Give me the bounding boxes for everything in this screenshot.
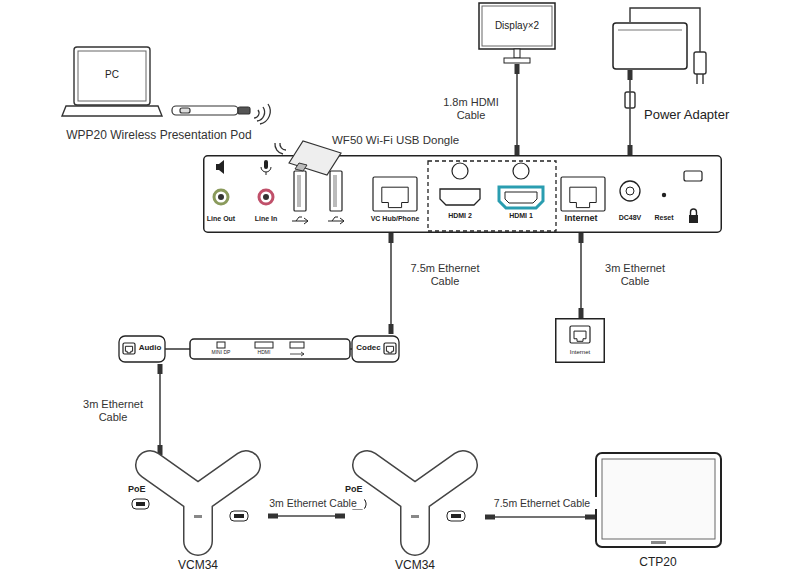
cable-plug [335, 514, 345, 519]
device-node: Power Adapter [612, 22, 688, 70]
cable-plug [389, 233, 394, 243]
device-shape [612, 22, 688, 70]
cable-connector [268, 515, 345, 517]
cable-plug [268, 514, 278, 519]
device-shape [62, 45, 162, 119]
device-label: Internet [557, 349, 603, 356]
cable-connector [390, 233, 392, 334]
cable-plug [515, 64, 520, 74]
device-label: PoE [128, 485, 152, 495]
device-shape [345, 455, 485, 573]
device-node: Internet [555, 318, 605, 363]
device-shape [203, 155, 722, 233]
cable-connector [580, 233, 582, 318]
cable-plug [515, 145, 520, 155]
device-label: Display×2 [482, 20, 552, 31]
cable-plug [585, 515, 595, 520]
cable-plug [485, 515, 495, 520]
cable-label: 1.8m HDMI Cable [430, 96, 512, 121]
device-node: PC [62, 45, 162, 119]
device-label: PoE [345, 485, 369, 495]
device-node: AudioMINI DP HDMI Codec [118, 334, 400, 364]
device-label: Reset [649, 214, 679, 222]
device-label: Line In [236, 215, 296, 223]
device-label: Codec [354, 344, 383, 353]
cable-connector [516, 64, 518, 155]
device-label: HDMI [249, 350, 279, 356]
cable-plug [628, 70, 633, 80]
device-label: CTP20 [608, 556, 708, 569]
device-label: PC [78, 69, 146, 80]
device-label: HDMI 2 [435, 212, 485, 220]
device-shape [595, 452, 722, 572]
device-shape [128, 455, 268, 573]
presentation-pod [172, 106, 250, 115]
cable-plug [628, 145, 633, 155]
device-label: Internet [553, 214, 609, 224]
cable-label: 7.5m Ethernet Cable [487, 497, 597, 509]
device-node: PoE VCM34 [128, 455, 268, 573]
cable-label: 7.5m Ethernet Cable [402, 262, 488, 287]
device-label: Audio [136, 344, 164, 353]
cable-plug [158, 364, 163, 374]
device-node: Display×2 [478, 2, 558, 64]
device-node: CTP20 [595, 452, 722, 572]
part-caption: WF50 Wi-Fi USB Dongle [331, 134, 473, 147]
device-label: Line Out [191, 215, 251, 223]
device-shape [555, 318, 605, 363]
cable-connector [485, 516, 595, 518]
device-label: MINI DP [206, 350, 236, 356]
cable-connector [629, 70, 631, 155]
device-node: Line OutLine InVC Hub/PhoneHDMI 2HDMI 1I… [203, 155, 722, 233]
cable-plug [579, 308, 584, 318]
device-label: VCM34 [365, 559, 465, 572]
device-node: PoE VCM34 [345, 455, 485, 573]
cable-label: 3m Ethernet Cable [70, 398, 156, 423]
cable-plug [389, 324, 394, 334]
device-label: Power Adapter [644, 108, 764, 122]
device-label: VCM34 [148, 559, 248, 572]
part-caption: WPP20 Wireless Presentation Pod [58, 129, 260, 143]
device-label: DC48V [610, 214, 650, 222]
device-label: HDMI 1 [496, 212, 546, 220]
cable-connector [159, 364, 161, 455]
cable-label: 3m Ethernet Cable [592, 262, 678, 287]
cable-plug [579, 233, 584, 243]
device-label: VC Hub/Phone [355, 215, 435, 223]
cable-label: 3m Ethernet Cable [262, 497, 364, 509]
device-shape [478, 2, 558, 64]
